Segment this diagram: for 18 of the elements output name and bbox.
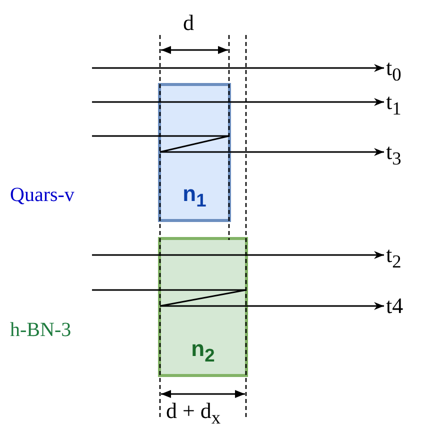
light-ray-arrow (92, 289, 384, 310)
refractive-index-label: n$_{2}$ (191, 336, 215, 366)
dimension-label: d (183, 12, 194, 34)
refractive-index-label: n$_{1}$ (182, 180, 206, 211)
material-slab (158, 83, 231, 222)
material-name: Quars-v (10, 184, 74, 206)
ray-label: t4 (386, 295, 404, 317)
light-ray-arrow (92, 251, 384, 259)
ray-label: t$_{3}$ (386, 141, 402, 170)
material-slab (158, 237, 248, 377)
material-name: h-BN-3 (10, 319, 72, 341)
light-ray-arrow (92, 98, 384, 106)
ray-label: t$_{1}$ (386, 91, 402, 120)
ray-label: t$_{0}$ (386, 57, 402, 86)
light-ray-arrow (92, 135, 384, 156)
dimension-label: d + d$_{x}$ (166, 400, 221, 428)
ray-label: t$_{2}$ (386, 244, 402, 272)
light-ray-arrow (92, 64, 384, 72)
